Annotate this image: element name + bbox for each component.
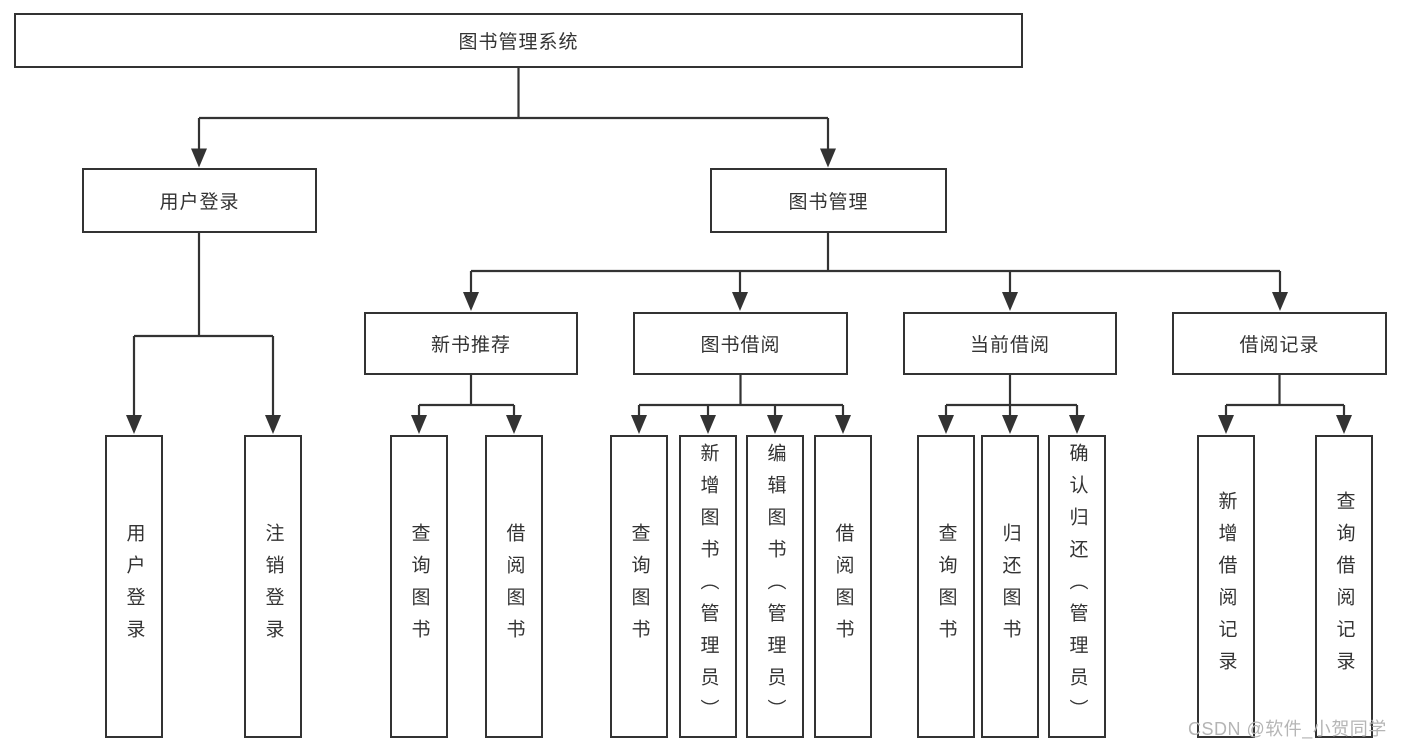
node-library-management-system: 图书管理系统 [14, 13, 1023, 68]
leaf-label: 归还图书 [999, 522, 1021, 651]
node-label: 用户登录 [159, 192, 240, 213]
leaf-label: 查询借阅记录 [1333, 490, 1355, 683]
leaf-label: 新增借阅记录 [1215, 490, 1237, 683]
leaf-add-book-admin: 新增图书（管理员） [679, 435, 737, 738]
leaf-query-borrow-record: 查询借阅记录 [1315, 435, 1373, 738]
leaf-label: 借阅图书 [832, 522, 854, 651]
node-user-login: 用户登录 [82, 168, 317, 233]
leaf-logout: 注销登录 [244, 435, 302, 738]
leaf-label: 查询图书 [408, 522, 430, 651]
node-label: 当前借阅 [969, 335, 1050, 356]
leaf-query-books-borrowing: 查询图书 [610, 435, 668, 738]
leaf-return-books: 归还图书 [981, 435, 1039, 738]
node-label: 新书推荐 [430, 335, 511, 356]
node-new-book-recommendation: 新书推荐 [364, 312, 578, 375]
leaf-label: 编辑图书（管理员） [764, 442, 786, 731]
leaf-query-books-current: 查询图书 [917, 435, 975, 738]
leaf-label: 新增图书（管理员） [697, 442, 719, 731]
leaf-label: 用户登录 [123, 522, 145, 651]
node-book-management: 图书管理 [710, 168, 947, 233]
connector-paths [132, 68, 1346, 418]
leaf-label: 确认归还（管理员） [1066, 442, 1088, 731]
leaf-add-borrow-record: 新增借阅记录 [1197, 435, 1255, 738]
leaf-label: 借阅图书 [503, 522, 525, 651]
node-label: 图书借阅 [700, 335, 781, 356]
leaf-borrow-books-recommend: 借阅图书 [485, 435, 543, 738]
connector-arrowheads [126, 148, 1352, 434]
leaf-label: 注销登录 [262, 522, 284, 651]
node-book-borrowing: 图书借阅 [633, 312, 848, 375]
leaf-confirm-return-admin: 确认归还（管理员） [1048, 435, 1106, 738]
leaf-borrow-books-borrowing: 借阅图书 [814, 435, 872, 738]
leaf-label: 查询图书 [935, 522, 957, 651]
leaf-user-login: 用户登录 [105, 435, 163, 738]
node-current-borrowing: 当前借阅 [903, 312, 1117, 375]
node-label: 图书管理系统 [458, 32, 579, 53]
leaf-query-books-recommend: 查询图书 [390, 435, 448, 738]
node-borrowing-records: 借阅记录 [1172, 312, 1387, 375]
leaf-edit-book-admin: 编辑图书（管理员） [746, 435, 804, 738]
csdn-watermark: CSDN @软件_小贺同学 [1188, 719, 1387, 739]
leaf-label: 查询图书 [628, 522, 650, 651]
node-label: 图书管理 [788, 192, 869, 213]
node-label: 借阅记录 [1239, 335, 1320, 356]
